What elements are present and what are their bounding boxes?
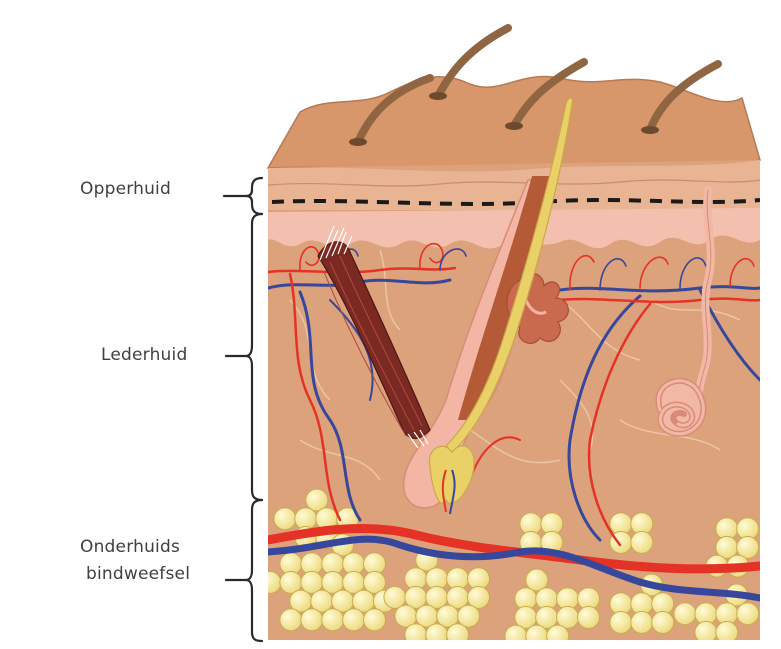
label-epidermis: Opperhuid	[80, 179, 171, 199]
fat-cell	[578, 606, 600, 628]
label-dermis: Lederhuid	[101, 345, 187, 365]
fat-cell	[447, 624, 469, 645]
fat-cell	[426, 624, 448, 645]
layer-brackets	[224, 178, 262, 641]
fat-cell	[405, 624, 427, 645]
fat-cell	[674, 603, 696, 625]
fat-cell	[547, 625, 569, 645]
fat-cell	[280, 609, 302, 631]
fat-cell	[610, 611, 632, 633]
fat-cell	[364, 609, 386, 631]
fat-cell	[631, 611, 653, 633]
label-subcutis-line1: Onderhuids	[80, 537, 180, 557]
fat-cell	[526, 625, 548, 645]
fat-cell	[274, 508, 296, 530]
fat-cell	[301, 609, 323, 631]
fat-cell	[737, 603, 759, 625]
fat-cell	[716, 621, 738, 643]
fat-cell	[652, 611, 674, 633]
fat-cell	[343, 609, 365, 631]
sweat-gland-coil	[658, 381, 703, 434]
label-subcutis-line2: bindweefsel	[86, 564, 190, 584]
fat-cell	[259, 571, 281, 593]
fat-cell	[695, 621, 717, 643]
fat-cell	[631, 531, 653, 553]
fat-cell	[505, 625, 527, 645]
fat-cell	[322, 609, 344, 631]
